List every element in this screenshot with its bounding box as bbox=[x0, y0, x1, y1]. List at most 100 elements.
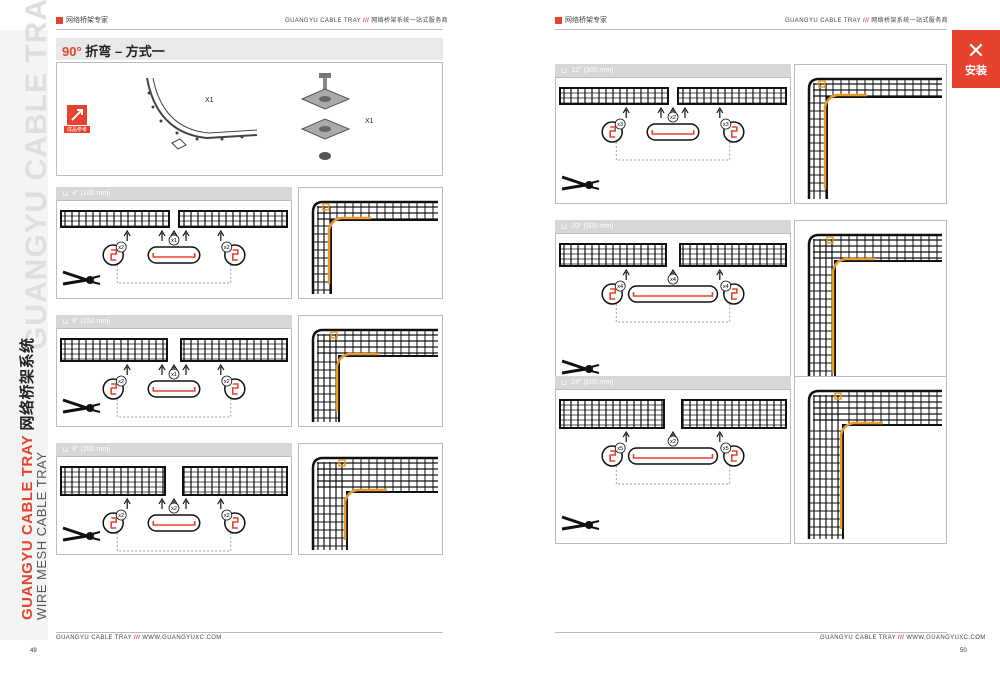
count-badge: x1 bbox=[168, 234, 180, 246]
cut-diagram: x4 x4 x4 bbox=[559, 243, 787, 375]
connector-marker bbox=[826, 236, 834, 244]
footer-right-url: WWW.GUANGYUXC.COM bbox=[906, 635, 986, 641]
tray-section-icon: ⊔ bbox=[62, 445, 69, 454]
up-arrow-icon bbox=[158, 229, 166, 241]
bolt-cutter-icon bbox=[561, 515, 600, 531]
page-number-right: 50 bbox=[960, 648, 967, 654]
bend-result-panel bbox=[298, 315, 443, 427]
magnify-pill bbox=[147, 380, 201, 398]
count-badge: x4 bbox=[614, 280, 626, 292]
up-arrow-icon bbox=[123, 363, 131, 375]
connector-marker bbox=[834, 392, 842, 400]
count-badge: x3 bbox=[720, 118, 732, 130]
install-label: 安装 bbox=[965, 65, 987, 77]
cut-diagram: x5 x2 x5 bbox=[559, 399, 787, 531]
footer-rule-right bbox=[555, 632, 947, 633]
qty-label-2: X1 bbox=[365, 118, 374, 125]
magnify-pill bbox=[627, 285, 719, 303]
magnify-pill bbox=[147, 246, 201, 264]
up-arrow-icon bbox=[217, 363, 225, 375]
bend-highlight bbox=[839, 421, 883, 529]
tagline-cn: 网络桥架系统一站式服务商 bbox=[871, 18, 949, 24]
count-badge: x2 bbox=[221, 509, 233, 521]
bend-diagram bbox=[807, 389, 942, 539]
count-badge: x4 bbox=[720, 280, 732, 292]
count-label: x2 bbox=[118, 513, 124, 519]
bend-highlight bbox=[823, 93, 867, 189]
connector-marker bbox=[330, 331, 338, 339]
title-angle: 90° bbox=[62, 44, 82, 59]
bolt-cutter-icon bbox=[62, 398, 101, 414]
up-arrow-icon bbox=[657, 106, 665, 118]
magnify-pill bbox=[646, 123, 700, 141]
count-badge: x2 bbox=[115, 241, 127, 253]
step-size-label: 8" (200 mm) bbox=[72, 446, 111, 453]
spine-brand-cn: 网络桥架系统 bbox=[19, 337, 36, 431]
bent-mesh bbox=[311, 328, 438, 422]
tray-section-icon: ⊔ bbox=[561, 222, 568, 231]
count-badge: x4 bbox=[667, 273, 679, 285]
page-number-left: 49 bbox=[30, 648, 37, 654]
count-label: x5 bbox=[723, 446, 729, 452]
bend-diagram bbox=[311, 200, 438, 294]
bend-highlight bbox=[335, 352, 379, 412]
count-badge: x3 bbox=[614, 118, 626, 130]
logo-mark-icon bbox=[555, 16, 562, 24]
count-label: x2 bbox=[118, 245, 124, 251]
count-badge: x1 bbox=[168, 368, 180, 380]
up-arrow-icon bbox=[158, 363, 166, 375]
count-label: x4 bbox=[670, 277, 676, 283]
step-tab: ⊔12" (300 mm) bbox=[555, 64, 791, 77]
up-arrow-icon bbox=[681, 106, 689, 118]
magnify-pill bbox=[147, 514, 201, 532]
tray-mesh bbox=[559, 243, 787, 267]
footer-right: GUANGYU CABLE TRAY///WWW.GUANGYUXC.COM bbox=[820, 635, 986, 641]
count-badge: x5 bbox=[614, 442, 626, 454]
step-tab: ⊔24" (600 mm) bbox=[555, 376, 791, 389]
header-right-logo: 网络桥架专家 bbox=[555, 15, 607, 25]
up-arrow-icon bbox=[622, 106, 630, 118]
bend-diagram bbox=[311, 456, 438, 550]
title-method: – 方式一 bbox=[114, 44, 165, 59]
bend-highlight bbox=[343, 488, 387, 540]
footer-right-brand: GUANGYU CABLE TRAY bbox=[820, 635, 896, 641]
up-arrow-icon bbox=[217, 497, 225, 509]
cut-step-panel: x4 x4 x4 bbox=[555, 233, 791, 388]
footer-right-sep: /// bbox=[898, 635, 905, 641]
tray-section-icon: ⊔ bbox=[561, 378, 568, 387]
tagline-sep: /// bbox=[363, 18, 370, 24]
header-right-logo-text: 网络桥架专家 bbox=[565, 17, 607, 24]
bolt-cutter-icon bbox=[62, 270, 101, 286]
magnify-pill bbox=[627, 447, 719, 465]
header-rule bbox=[555, 29, 947, 30]
tray-mesh bbox=[559, 87, 787, 105]
count-label: x1 bbox=[171, 372, 177, 378]
bent-mesh bbox=[311, 200, 438, 294]
step-size-label: 6" (150 mm) bbox=[72, 318, 111, 325]
count-badge: x2 bbox=[168, 502, 180, 514]
qty-label-1: X1 bbox=[205, 97, 214, 104]
count-label: x2 bbox=[224, 379, 230, 385]
bend-highlight bbox=[327, 216, 371, 284]
count-badge: x5 bbox=[720, 442, 732, 454]
step-size-label: 24" (600 mm) bbox=[571, 379, 614, 386]
count-label: x2 bbox=[670, 439, 676, 445]
count-label: x1 bbox=[171, 238, 177, 244]
spine-watermark: GUANGYU CABLE TRAY bbox=[20, 0, 53, 350]
header-left-logo-text: 网络桥架专家 bbox=[66, 17, 108, 24]
bend-diagram bbox=[807, 233, 942, 383]
tagline-en: GUANGYU CABLE TRAY bbox=[285, 18, 361, 24]
count-badge: x2 bbox=[221, 375, 233, 387]
count-label: x3 bbox=[723, 122, 729, 128]
header-rule bbox=[56, 29, 443, 30]
title-action: 折弯 bbox=[85, 44, 112, 59]
up-arrow-icon bbox=[182, 229, 190, 241]
up-arrow-icon bbox=[123, 229, 131, 241]
bend-result-panel bbox=[794, 64, 947, 204]
footer-left-url: WWW.GUANGYUXC.COM bbox=[142, 635, 222, 641]
tray-mesh bbox=[559, 399, 787, 429]
bend-highlight bbox=[831, 257, 875, 373]
bend-result-panel bbox=[794, 220, 947, 388]
